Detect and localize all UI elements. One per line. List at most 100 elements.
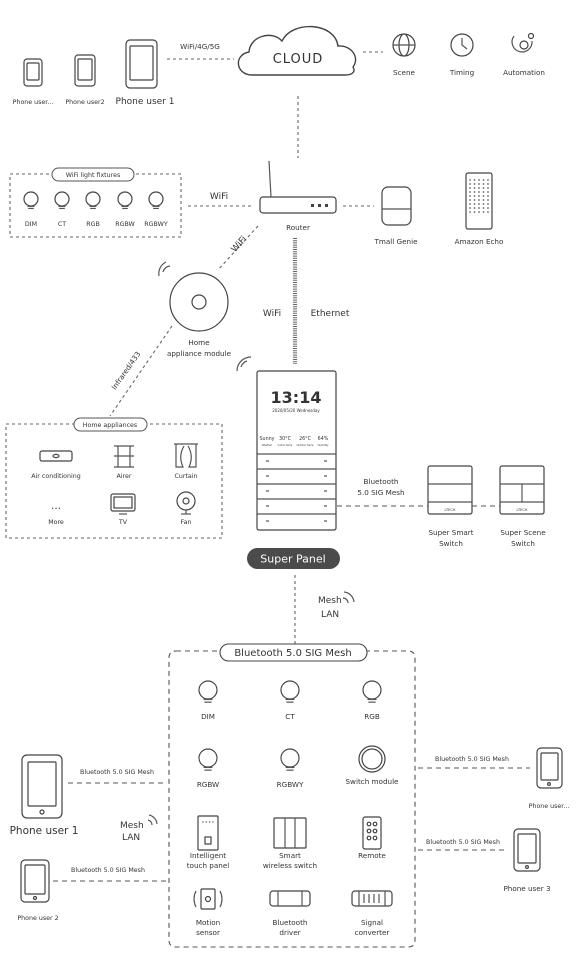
- super-scene-switch-icon: LTECH Super Scene Switch: [499, 465, 546, 548]
- phone-top-user2-label: Phone user2: [65, 99, 104, 106]
- panel-row: [257, 498, 336, 507]
- router-label: Router: [286, 223, 310, 232]
- phone-bottom-ellipsis: Phone user...: [529, 747, 570, 810]
- super-panel-device: 13:14 2020/05/20 Wednesday SunnyWeather3…: [256, 370, 337, 531]
- svg-text:30°C: 30°C: [279, 436, 292, 442]
- bulb-label: DIM: [201, 712, 215, 721]
- phone-top-ellipsis-label: Phone user...: [13, 99, 54, 106]
- wifi-fixture-dim: DIM: [23, 191, 39, 228]
- router-icon: Router: [259, 160, 337, 232]
- wifi-fixtures-title: WiFi light fixtures: [51, 167, 135, 182]
- wifi-fixture-rgbw: RGBW: [115, 191, 136, 228]
- mesh-lan-left-2: LAN: [122, 833, 140, 843]
- svg-text:26°C: 26°C: [299, 436, 312, 442]
- touch-panel-label: Intelligent: [190, 851, 226, 860]
- automation-icon: Automation: [503, 32, 545, 77]
- super-smart-switch-icon: LTECH Super Smart Switch: [427, 465, 474, 548]
- bulb-label: CT: [285, 712, 295, 721]
- wireless-switch-label: Smart: [279, 851, 301, 860]
- svg-text:RGBW: RGBW: [115, 221, 135, 228]
- tv-icon: TV: [110, 493, 136, 526]
- wireless-switch-label-2: wireless switch: [263, 861, 317, 870]
- bt-mesh-title: Bluetooth 5.0 SIG Mesh: [219, 643, 368, 662]
- airer-icon: Airer: [114, 445, 134, 480]
- driver-label-2: driver: [279, 928, 300, 937]
- automation-label: Automation: [503, 68, 545, 77]
- cloud-label: CLOUD: [273, 52, 324, 67]
- phone-bottom-user1-label: Phone user 1: [10, 825, 79, 837]
- phone-bottom-user2-label: Phone user 2: [17, 915, 58, 922]
- phone-bottom-ellipsis-label: Phone user...: [529, 803, 570, 810]
- bulb-icon: [198, 680, 218, 703]
- switch-module-item: Switch module: [346, 745, 400, 786]
- super-smart-switch-label-2: Switch: [439, 539, 463, 548]
- switch-module-icon: [358, 745, 386, 773]
- panel-bt-label-1: Bluetooth: [364, 477, 399, 486]
- ethernet-label: Ethernet: [311, 309, 350, 319]
- svg-text:DIM: DIM: [25, 221, 37, 228]
- tmall-genie-label: Tmall Genie: [373, 237, 418, 246]
- touch-panel-label-2: touch panel: [187, 861, 230, 870]
- super-scene-switch-label-1: Super Scene: [500, 528, 546, 537]
- phone-top-user1: Phone user 1: [116, 39, 174, 107]
- wireless-switch-icon: [273, 817, 307, 849]
- svg-text:RGB: RGB: [86, 221, 100, 228]
- infrared-433-label: Infrared/433: [110, 350, 143, 392]
- converter-icon: [351, 890, 393, 907]
- bulb-item: RGBW: [197, 748, 219, 789]
- ellipsis-icon: ... More: [48, 500, 64, 526]
- phone-bottom-user3: Phone user 3: [503, 828, 551, 893]
- air-conditioner-icon: Air conditioning: [31, 450, 81, 480]
- super-smart-switch-label-1: Super Smart: [428, 528, 473, 537]
- svg-text:Weather: Weather: [262, 444, 272, 447]
- panel-row: [257, 453, 336, 462]
- air-conditioning-label: Air conditioning: [31, 473, 81, 480]
- panel-weather-3: 64%Humidity: [318, 436, 329, 447]
- phone2-bt-link-label: Bluetooth 5.0 SIG Mesh: [71, 867, 145, 874]
- curtain-label: Curtain: [174, 473, 197, 480]
- bulb-icon: [280, 680, 300, 703]
- svg-text:Super Panel: Super Panel: [260, 553, 325, 566]
- amazon-echo-label: Amazon Echo: [455, 237, 504, 246]
- fan-icon: Fan: [176, 491, 196, 526]
- motion-sensor-label-2: sensor: [196, 928, 220, 937]
- wifi-down-label: WiFi: [263, 309, 281, 319]
- panel-row: [257, 513, 336, 522]
- converter-label: Signal: [361, 918, 383, 927]
- switch-module-label: Switch module: [346, 777, 400, 786]
- bulb-label: RGBWY: [277, 780, 304, 789]
- panel-row: [257, 468, 336, 477]
- panel-bt-label-2: 5.0 SIG Mesh: [357, 488, 404, 497]
- amazon-echo-icon: Amazon Echo: [455, 172, 504, 246]
- remote-label: Remote: [358, 851, 386, 860]
- svg-text:WiFi light fixtures: WiFi light fixtures: [66, 172, 120, 179]
- switch-brand-1: LTECH: [445, 508, 456, 512]
- fan-label: Fan: [181, 519, 192, 526]
- bulb-label: RGB: [364, 712, 380, 721]
- bulb-label: RGBW: [197, 780, 219, 789]
- tmall-genie-icon: Tmall Genie: [373, 186, 418, 246]
- svg-text:RGBWY: RGBWY: [144, 221, 168, 228]
- home-module-label-2: appliance module: [167, 349, 232, 358]
- super-scene-switch-label-2: Switch: [511, 539, 535, 548]
- bulb-item: RGBWY: [277, 748, 304, 789]
- mesh-lan-label-1: Mesh: [318, 596, 342, 606]
- driver-label: Bluetooth: [273, 918, 308, 927]
- bulb-icon: [280, 748, 300, 771]
- motion-sensor-label: Motion: [196, 918, 220, 927]
- wifi-diagonal-label: WiFi: [230, 235, 250, 255]
- wifi-4g-5g-label: WiFi/4G/5G: [180, 42, 220, 51]
- home-module-label-1: Home: [188, 338, 210, 347]
- super-panel-label: Super Panel: [247, 548, 340, 569]
- remote-icon: [362, 816, 382, 850]
- mesh-lan-label-2: LAN: [321, 610, 339, 620]
- panel-time: 13:14: [271, 388, 322, 407]
- tv-label: TV: [118, 519, 128, 526]
- phone-bottom-user3-label: Phone user 3: [503, 884, 550, 893]
